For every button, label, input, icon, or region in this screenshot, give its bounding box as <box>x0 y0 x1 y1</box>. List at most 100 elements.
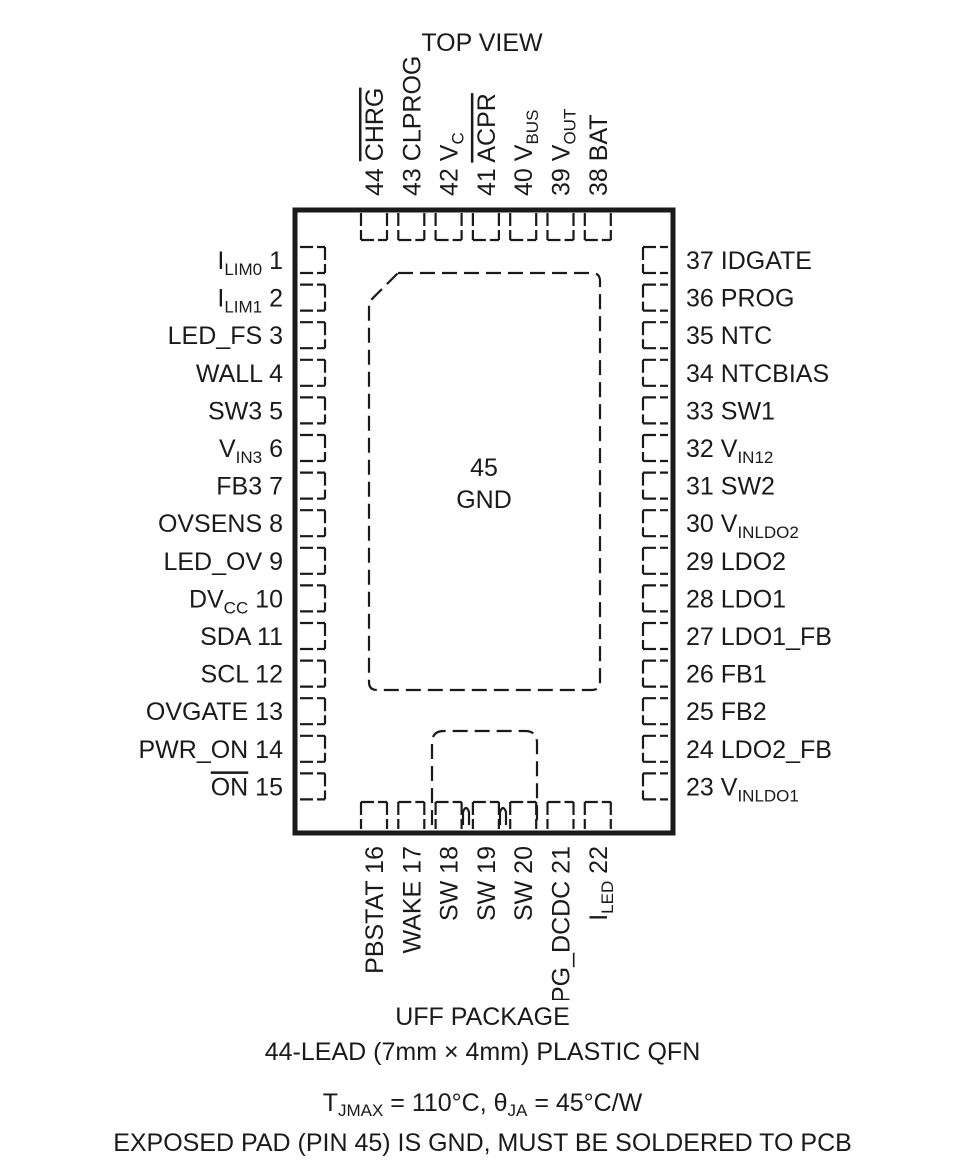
pad-pin-15 <box>300 772 327 801</box>
pin-label-18: SW 18 <box>436 846 464 921</box>
pad-pin-12 <box>300 659 327 688</box>
pin-31-number: 31 <box>686 473 721 501</box>
pin-8-number: 8 <box>262 510 283 538</box>
pin-35-number: 35 <box>686 322 721 350</box>
pin-37-name: IDGATE <box>721 247 812 275</box>
pad-pin-36 <box>641 283 668 312</box>
exposed-pad-note: EXPOSED PAD (PIN 45) IS GND, MUST BE SOL… <box>113 1129 852 1157</box>
pin-33-number: 33 <box>686 397 721 425</box>
pin-13-number: 13 <box>248 698 283 726</box>
pin-label-5: SW3 5 <box>208 397 283 425</box>
pin-31-name: SW2 <box>721 473 775 501</box>
pad-pin-25 <box>641 697 668 726</box>
pin-17-number: 17 <box>398 846 426 881</box>
pad-pin-34 <box>641 358 668 387</box>
pin-41-name: ACPR <box>473 93 501 162</box>
pin-19-number: 19 <box>473 846 501 881</box>
pin-13-name: OVGATE <box>146 698 248 726</box>
pin-label-22: ILED​ 22 <box>585 846 617 921</box>
pad-pin-39 <box>546 213 575 242</box>
pin-label-30: 30 VINLDO2​ <box>686 510 799 542</box>
pad-pin-21 <box>546 800 575 829</box>
pin-39-subscript: OUT <box>561 109 580 145</box>
pad-pin-8 <box>300 509 327 538</box>
thermal-t-sub: JMAX <box>337 1101 384 1120</box>
pin-label-32: 32 VIN12​ <box>686 435 773 467</box>
pin-29-number: 29 <box>686 548 721 576</box>
pin-40-subscript: BUS <box>523 110 542 145</box>
pin-label-25: 25 FB2 <box>686 698 767 726</box>
thermal-end: = 45°C/W <box>527 1089 643 1117</box>
pin-label-28: 28 LDO1 <box>686 585 786 613</box>
pin-3-number: 3 <box>262 322 283 350</box>
pin-label-35: 35 NTC <box>686 322 772 350</box>
pin-32-number: 32 <box>686 435 721 463</box>
pin-23-number: 23 <box>686 773 721 801</box>
pad-pin-7 <box>300 471 327 500</box>
pin-20-number: 20 <box>510 846 538 881</box>
pin-30-number: 30 <box>686 510 721 538</box>
pin-25-name: FB2 <box>721 698 767 726</box>
pin-6-number: 6 <box>262 435 283 463</box>
pin-label-21: PG_DCDC 21 <box>548 846 576 1000</box>
pin-label-11: SDA 11 <box>200 623 283 651</box>
pad-pin-11 <box>300 621 327 651</box>
pad-pin-19 <box>471 800 500 829</box>
pin-42-subscript: C <box>449 132 468 144</box>
pin-label-38: 38 BAT <box>585 114 613 196</box>
pin-label-9: LED_OV 9 <box>163 548 283 576</box>
exposed-pad-outline <box>367 271 602 692</box>
pin-15-number: 15 <box>248 773 283 801</box>
pin-36-name: PROG <box>721 285 795 313</box>
pad-pin-40 <box>509 213 538 242</box>
pin-26-number: 26 <box>686 661 721 689</box>
thermal-t: T <box>322 1089 338 1117</box>
pad-pin-29 <box>641 546 668 575</box>
pad-pin-10 <box>300 584 327 613</box>
pad-pin-13 <box>300 697 327 726</box>
pad-pin-2 <box>300 283 327 312</box>
pad-pin-16 <box>359 800 389 829</box>
pin-7-name: FB3 <box>216 473 262 501</box>
pin-label-7: FB3 7 <box>216 473 283 501</box>
pad-pin-37 <box>641 245 668 275</box>
pin-label-36: 36 PROG <box>686 285 794 313</box>
pin-4-number: 4 <box>262 360 283 388</box>
pin-38-name: BAT <box>585 114 613 161</box>
pin-22-subscript: LED <box>598 881 617 914</box>
pin-label-8: OVSENS 8 <box>158 510 283 538</box>
pin-36-number: 36 <box>686 285 721 313</box>
thermal-mid: = 110°C, θ <box>383 1089 508 1117</box>
pin-10-number: 10 <box>248 585 283 613</box>
pin-27-number: 27 <box>686 623 721 651</box>
pin-34-number: 34 <box>686 360 721 388</box>
pin-6-subscript: IN3 <box>236 448 262 467</box>
pin-22-number: 22 <box>585 846 613 881</box>
pad-pin-22 <box>583 800 612 829</box>
pin-label-12: SCL 12 <box>201 661 283 689</box>
pad-pin-23 <box>641 772 668 801</box>
pin-30-name: V <box>721 510 738 538</box>
pin-22-name: I <box>585 914 613 921</box>
pad-pin-17 <box>397 800 426 829</box>
pad-pin-1 <box>300 245 327 275</box>
pin-label-26: 26 FB1 <box>686 661 767 689</box>
pin-38-number: 38 <box>585 161 613 196</box>
pad-pin-30 <box>641 509 668 538</box>
pin-label-1: ILIM0​ 1 <box>217 247 283 279</box>
pad-pin-38 <box>583 213 612 242</box>
pin-16-number: 16 <box>361 846 389 881</box>
pin-11-number: 11 <box>250 623 283 651</box>
pin-label-42: 42 VC​ <box>436 132 468 196</box>
package-description: 44-LEAD (7mm × 4mm) PLASTIC QFN <box>264 1038 701 1066</box>
pin-label-15: ON 15 <box>211 773 283 801</box>
pin-1-name: I <box>217 247 224 275</box>
pin-label-16: PBSTAT 16 <box>361 846 389 974</box>
pin-35-name: NTC <box>721 322 772 350</box>
pin-28-name: LDO1 <box>721 585 786 613</box>
pin-12-name: SCL <box>201 661 250 689</box>
pin-label-33: 33 SW1 <box>686 397 775 425</box>
pin-label-3: LED_FS 3 <box>168 322 283 350</box>
pin-label-14: PWR_ON 14 <box>139 736 284 764</box>
pin-8-name: OVSENS <box>158 510 262 538</box>
